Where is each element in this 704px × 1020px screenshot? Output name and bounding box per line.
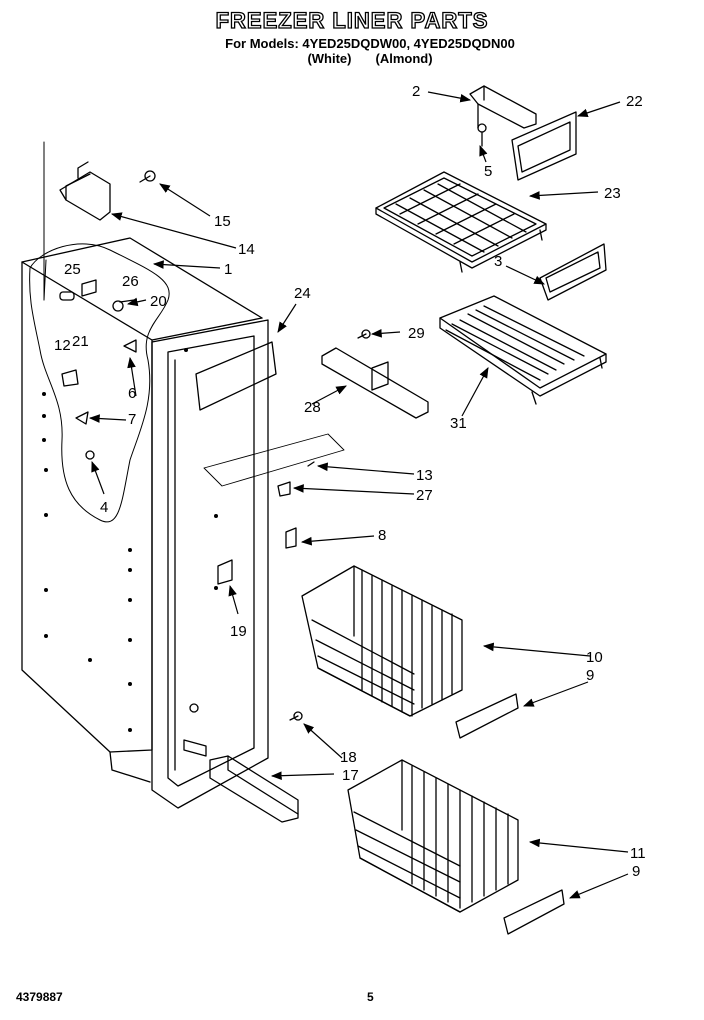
screw	[85, 450, 95, 460]
color-legend: (White) (Almond)	[0, 51, 704, 66]
light-shield	[511, 111, 577, 181]
callout-24: 24	[294, 285, 311, 302]
basket-trim-lower	[503, 889, 565, 935]
callout-28: 28	[304, 399, 321, 416]
shelf-bracket	[469, 85, 537, 129]
clip-27	[277, 481, 291, 497]
callout-5: 5	[484, 163, 492, 180]
document-number: 4379887	[16, 990, 63, 1004]
page-number: 5	[367, 990, 374, 1004]
hinge-bracket	[43, 141, 111, 301]
bracket	[61, 369, 79, 387]
callout-7: 7	[128, 411, 136, 428]
color-white-label: (White)	[307, 51, 352, 66]
callout-17: 17	[342, 767, 359, 784]
switch	[112, 300, 124, 312]
screw-29	[357, 329, 371, 339]
callout-26: 26	[122, 273, 139, 290]
callout-14: 14	[238, 241, 255, 258]
color-almond-label: (Almond)	[375, 51, 433, 66]
callout-29: 29	[408, 325, 425, 342]
callout-27: 27	[416, 487, 433, 504]
thermostat-knob	[81, 279, 97, 297]
bottom-trim	[209, 755, 299, 823]
callout-25: 25	[64, 261, 81, 278]
callout-1: 1	[224, 261, 232, 278]
clip	[123, 339, 137, 353]
callout-2: 2	[412, 83, 420, 100]
air-duct	[195, 341, 277, 411]
page-title: FREEZER LINER PARTS	[215, 7, 489, 33]
basket-upper	[301, 565, 463, 717]
screw-18	[289, 711, 303, 721]
part-19	[217, 559, 233, 585]
shelf-support	[321, 347, 429, 419]
models-line: For Models: 4YED25DQDW00, 4YED25DQDN00	[225, 36, 515, 51]
callout-15: 15	[214, 213, 231, 230]
clip-8	[285, 527, 297, 549]
callout-6: 6	[128, 385, 136, 402]
callout-21: 21	[72, 333, 89, 350]
callout-31: 31	[450, 415, 467, 432]
callout-19: 19	[230, 623, 247, 640]
callout-10: 10	[586, 649, 603, 666]
freezer-liner	[21, 237, 269, 809]
wire-shelf	[439, 295, 607, 405]
callout-3: 3	[494, 253, 502, 270]
callout-18: 18	[340, 749, 357, 766]
light-socket	[59, 291, 75, 301]
callout-20: 20	[150, 293, 167, 310]
callout-13: 13	[416, 467, 433, 484]
callout-12: 12	[54, 337, 71, 354]
callout-22: 22	[626, 93, 643, 110]
clamp	[75, 411, 89, 425]
sensor-pad	[203, 433, 345, 487]
callout-labels: 2 22 5 23 3 29 28 31 13 27 8 19 10 9 18 …	[54, 83, 646, 880]
screw-5	[477, 123, 487, 147]
callout-11: 11	[630, 845, 646, 862]
callout-23: 23	[604, 185, 621, 202]
callout-8: 8	[378, 527, 386, 544]
callout-9-lower: 9	[632, 863, 640, 880]
callout-4: 4	[100, 499, 108, 516]
basket-trim-upper	[455, 693, 519, 739]
glass-panel	[539, 243, 607, 301]
screw-15	[139, 170, 156, 183]
sensor-13	[307, 461, 315, 467]
glass-shelf	[375, 171, 547, 273]
callout-9-upper: 9	[586, 667, 594, 684]
basket-lower	[347, 759, 519, 913]
